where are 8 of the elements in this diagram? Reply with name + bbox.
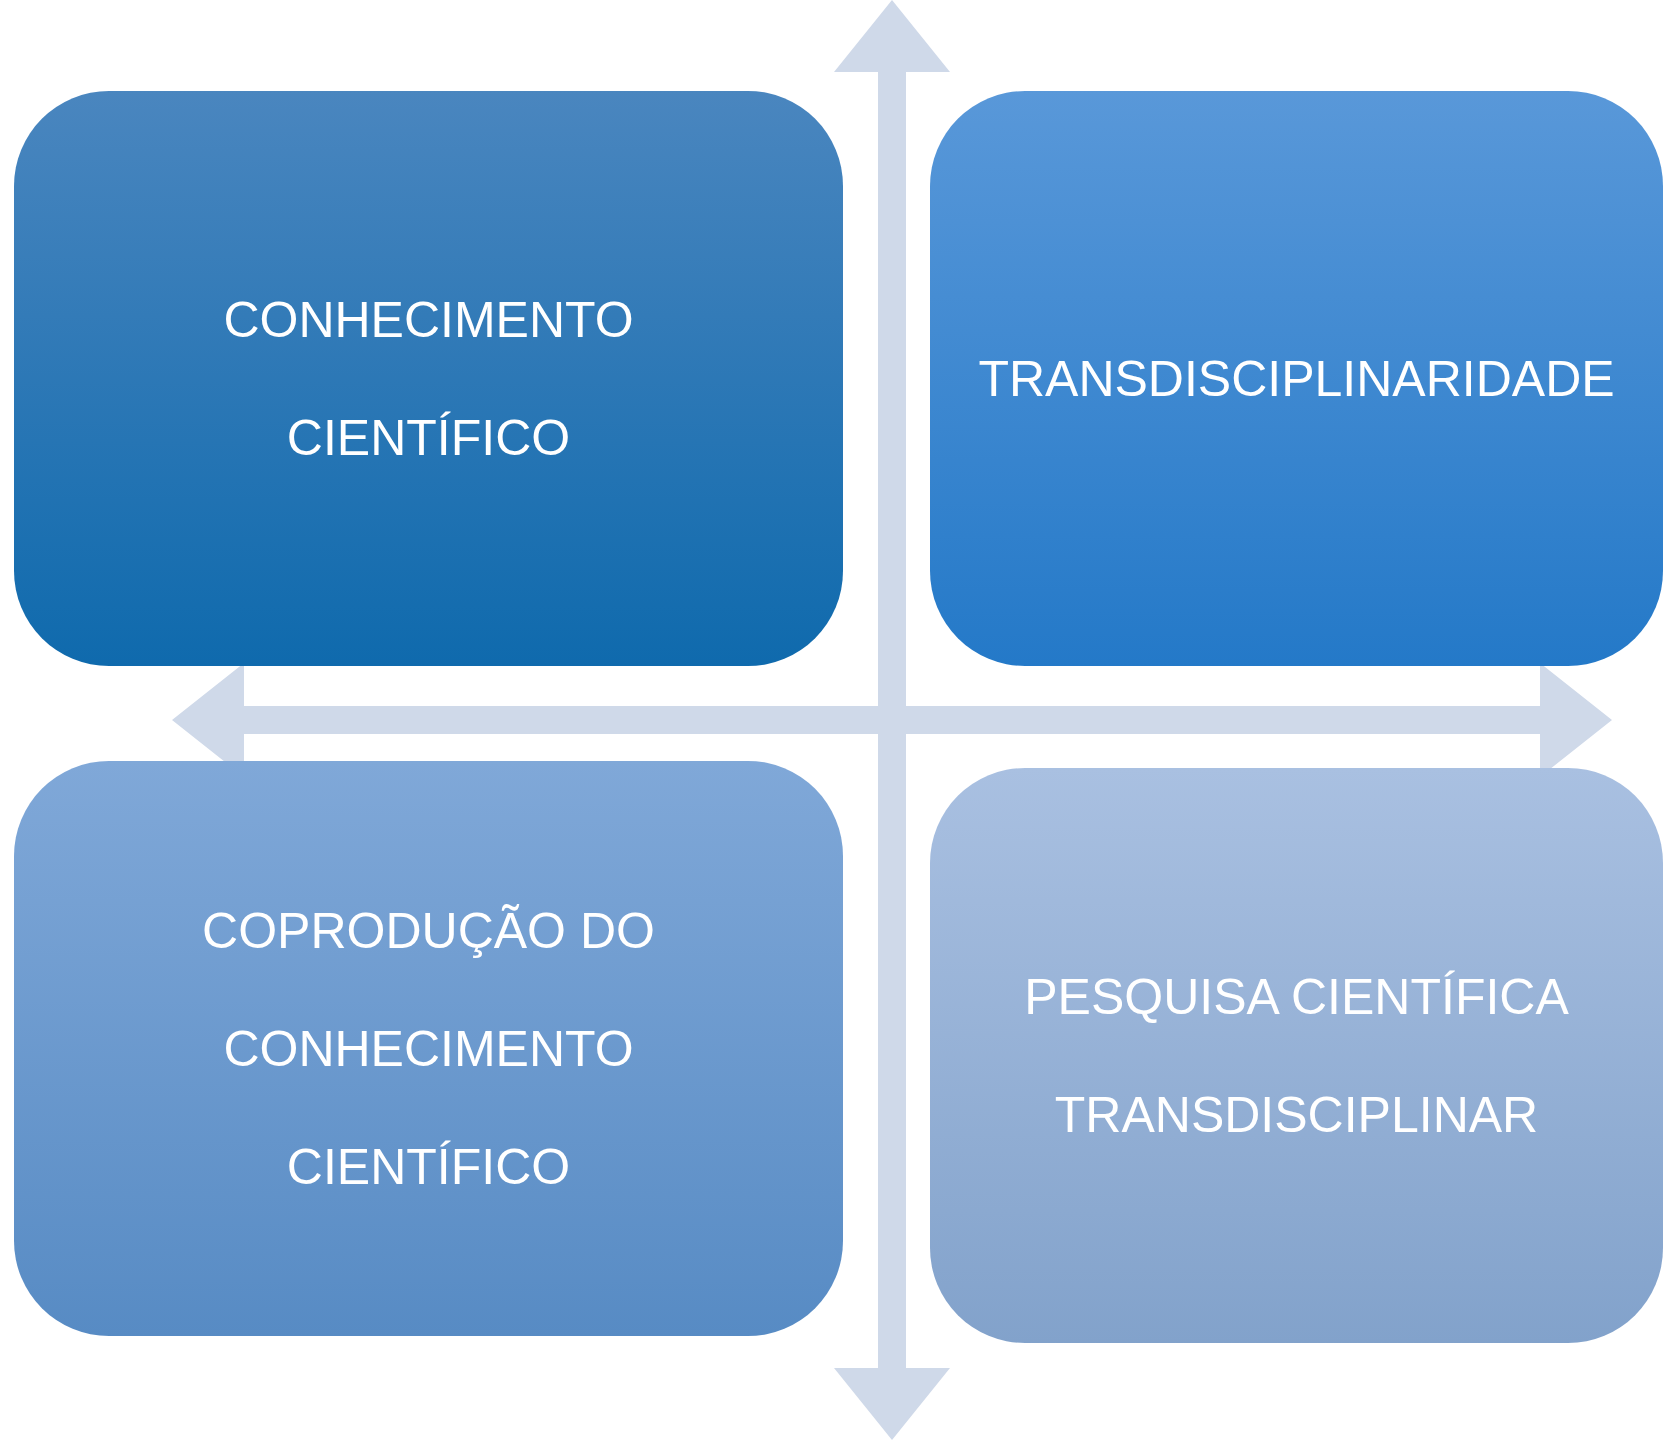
- box-label: CONHECIMENTO CIENTÍFICO: [222, 290, 635, 468]
- rounded-box: [930, 91, 1663, 666]
- rounded-box: [14, 761, 843, 1336]
- rounded-box: [14, 91, 843, 666]
- box-label: PESQUISA CIENTÍFICA TRANSDISCIPLINAR: [1023, 967, 1570, 1145]
- rounded-box: [930, 768, 1663, 1343]
- box-label: COPRODUÇÃO DO CONHECIMENTO CIENTÍFICO: [201, 901, 656, 1197]
- box-label: TRANSDISCIPLINARIDADE: [978, 349, 1615, 409]
